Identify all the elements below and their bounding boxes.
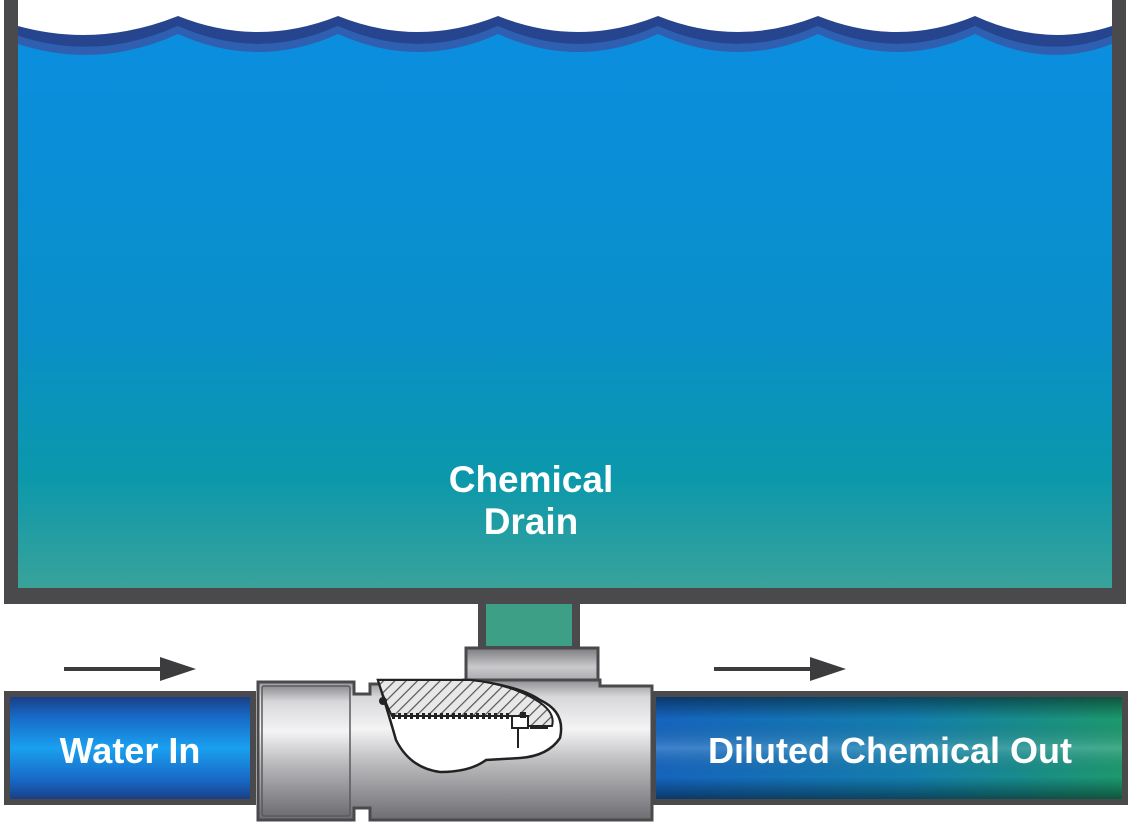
tank-floor [4,588,1126,604]
outlet-pipe: Diluted Chemical Out [650,691,1128,805]
chemical-drain-label-line2: Drain [484,501,579,542]
tank-wall-right [1112,0,1126,604]
flow-arrows [64,657,846,681]
inlet-pipe: Water In [4,691,256,805]
water-body [18,20,1112,590]
diluted-chemical-out-label: Diluted Chemical Out [708,730,1072,771]
wave-band-mid [18,26,1112,55]
water-in-label: Water In [60,730,201,771]
tank-wall-left [4,0,18,604]
wave-band-dark [18,16,1112,47]
arrow-right-icon [714,657,846,681]
tank [4,0,1126,604]
arrow-right-icon [64,657,196,681]
dilution-fitting [256,646,654,822]
chemical-drain-label-line1: Chemical [449,459,614,500]
chemical-drain-label: Chemical Drain [449,459,614,542]
drain-neck [478,604,580,650]
